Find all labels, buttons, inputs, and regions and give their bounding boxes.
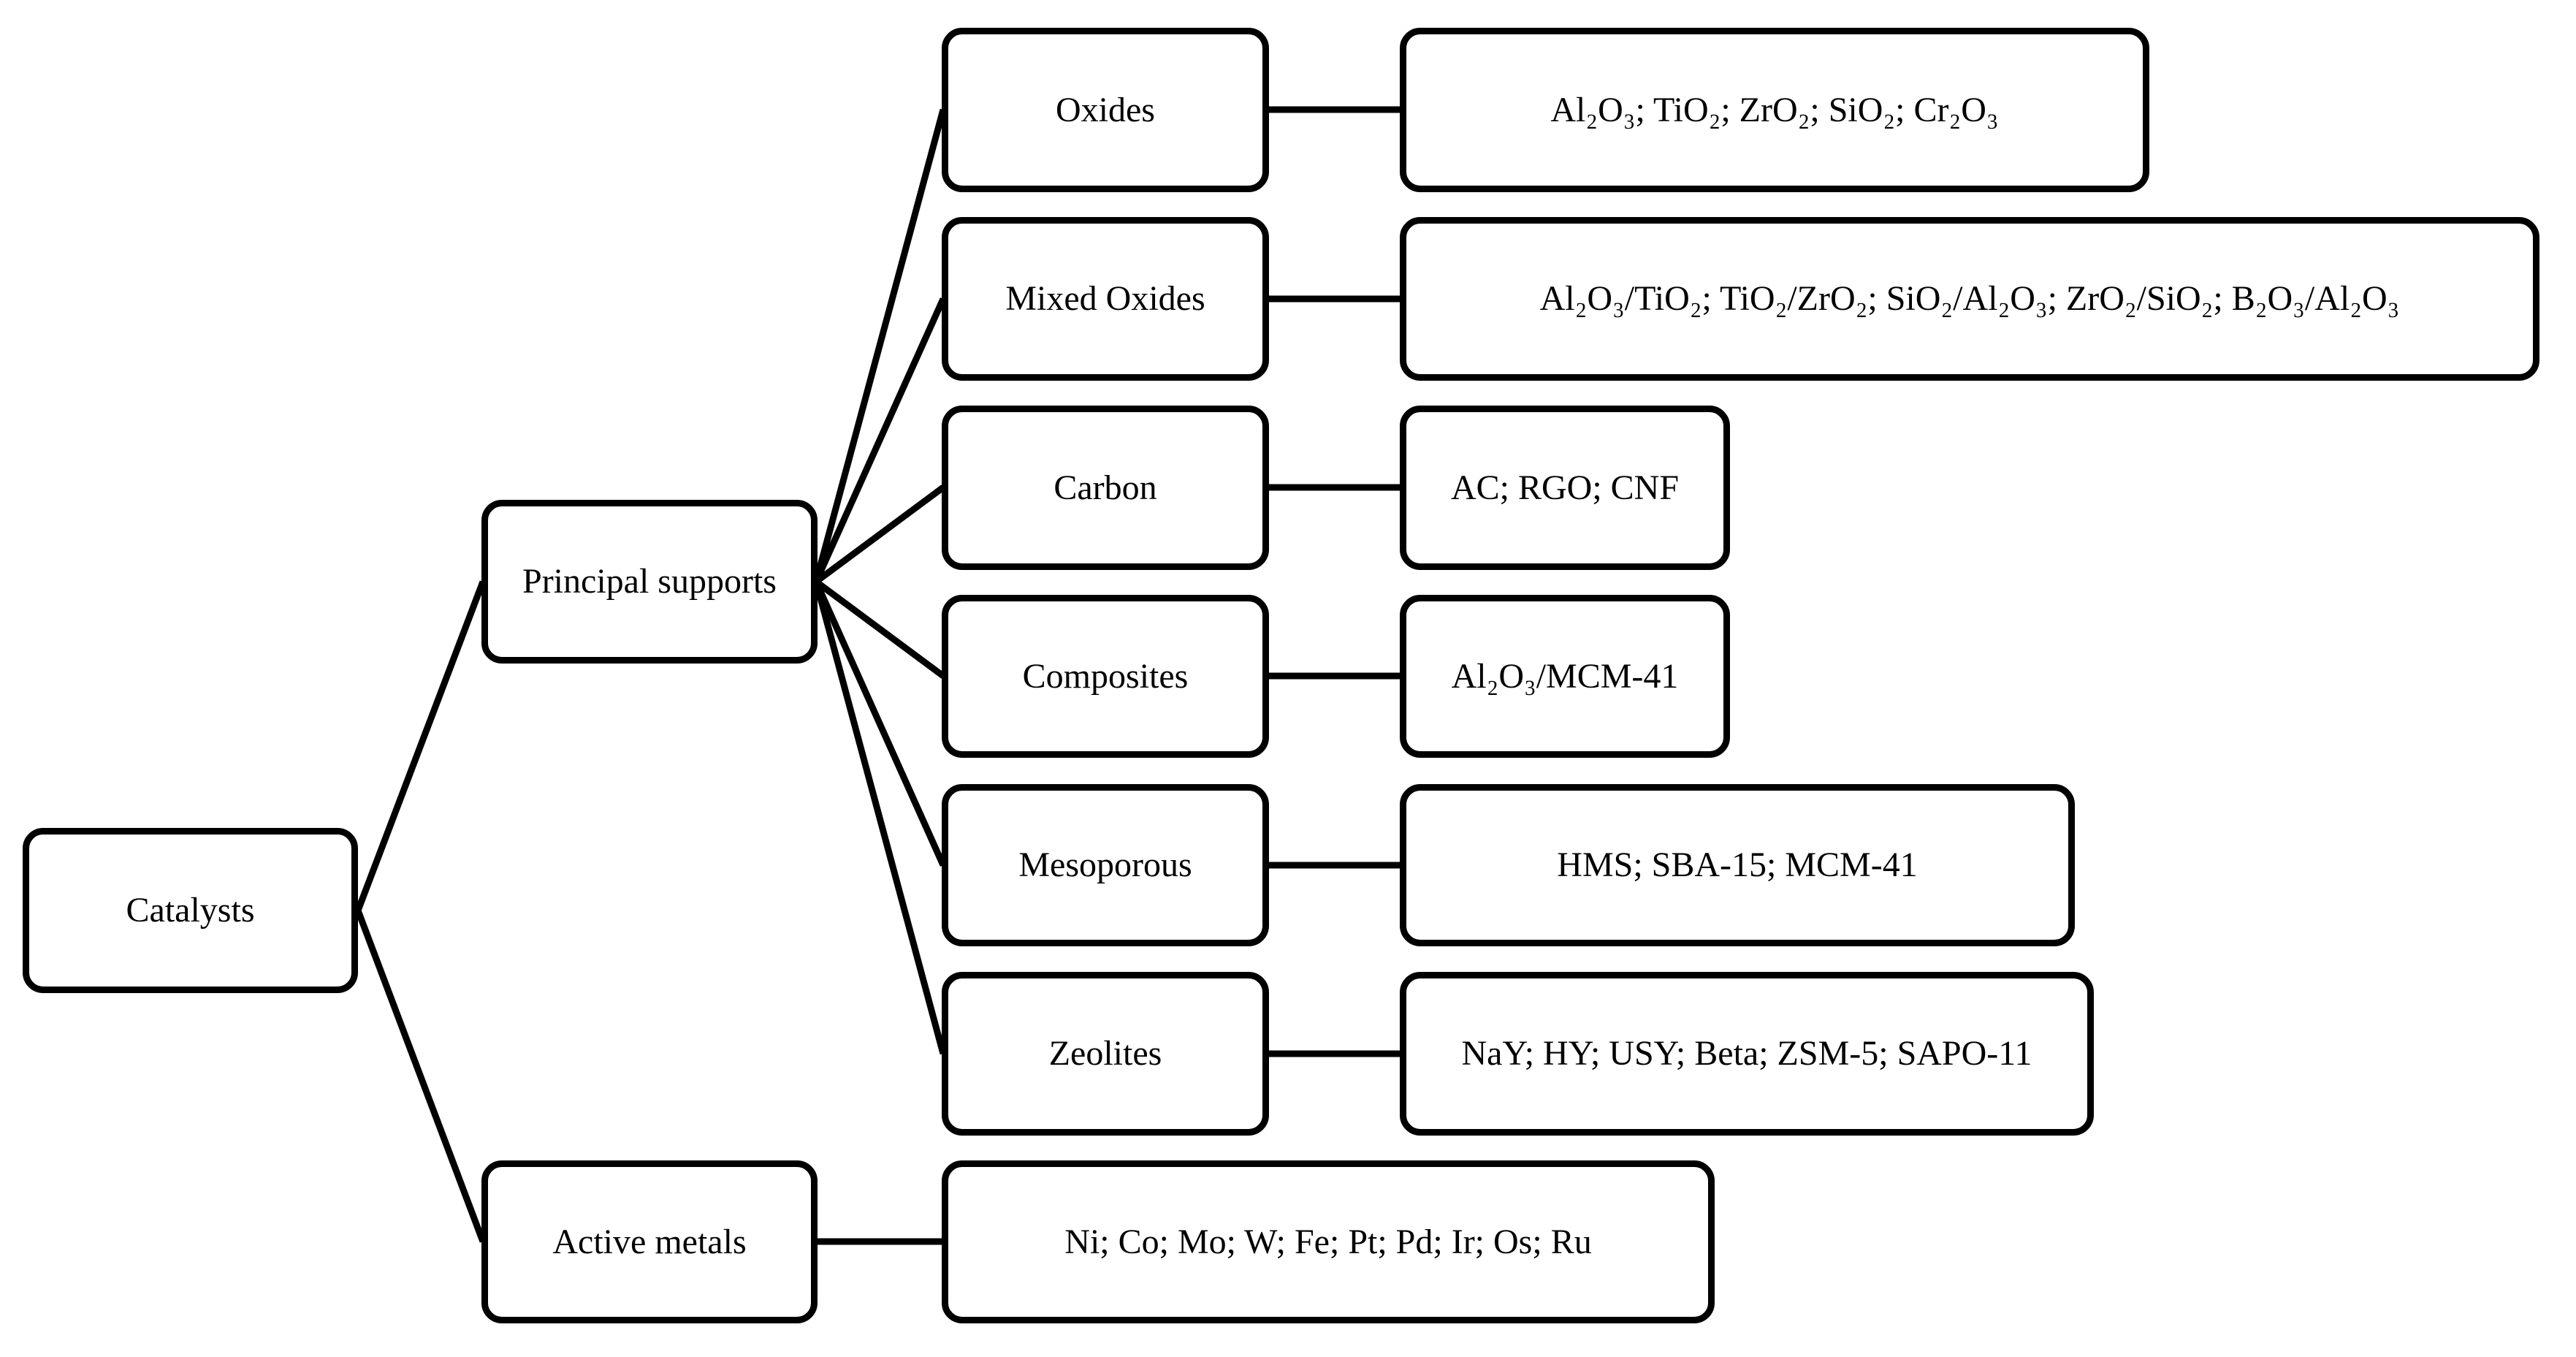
examples-mesoporous-text: HMS; SBA-15; MCM-41 bbox=[1557, 845, 1918, 885]
node-principal-supports: Principal supports bbox=[481, 500, 818, 664]
examples-oxides: Al₂O₃; TiO₂; ZrO₂; SiO₂; Cr₂O₃ bbox=[1400, 28, 2149, 192]
connector-principal-oxides bbox=[812, 108, 947, 583]
examples-oxides-text: Al₂O₃; TiO₂; ZrO₂; SiO₂; Cr₂O₃ bbox=[1550, 90, 1999, 129]
node-composites-label: Composites bbox=[1022, 656, 1189, 696]
node-catalysts-label: Catalysts bbox=[126, 891, 255, 930]
node-mesoporous: Mesoporous bbox=[942, 784, 1269, 946]
examples-active-metals-text: Ni; Co; Mo; W; Fe; Pt; Pd; Ir; Os; Ru bbox=[1064, 1222, 1592, 1261]
examples-composites-text: Al₂O₃/MCM-41 bbox=[1451, 656, 1679, 696]
node-mesoporous-label: Mesoporous bbox=[1018, 845, 1192, 885]
connector-catalysts-principal-supports bbox=[354, 580, 487, 912]
connector-principal-mesoporous bbox=[812, 580, 947, 867]
node-active-metals-label: Active metals bbox=[552, 1222, 747, 1261]
node-active-metals: Active metals bbox=[481, 1160, 818, 1323]
node-composites: Composites bbox=[942, 595, 1269, 758]
examples-mixed-oxides: Al₂O₃/TiO₂; TiO₂/ZrO₂; SiO₂/Al₂O₃; ZrO₂/… bbox=[1400, 217, 2539, 381]
examples-active-metals: Ni; Co; Mo; W; Fe; Pt; Pd; Ir; Os; Ru bbox=[942, 1160, 1715, 1323]
connector-principal-mixed-oxides bbox=[812, 297, 947, 583]
examples-carbon: AC; RGO; CNF bbox=[1400, 406, 1730, 570]
examples-zeolites-text: NaY; HY; USY; Beta; ZSM-5; SAPO-11 bbox=[1461, 1034, 2032, 1073]
examples-composites: Al₂O₃/MCM-41 bbox=[1400, 595, 1730, 758]
examples-carbon-text: AC; RGO; CNF bbox=[1450, 468, 1680, 507]
connector-principal-zeolites bbox=[812, 580, 947, 1055]
node-mixed-oxides: Mixed Oxides bbox=[942, 217, 1269, 381]
examples-mesoporous: HMS; SBA-15; MCM-41 bbox=[1400, 784, 2075, 946]
node-oxides: Oxides bbox=[942, 28, 1269, 192]
node-zeolites: Zeolites bbox=[942, 972, 1269, 1136]
connector-principal-composites bbox=[814, 579, 945, 679]
node-carbon-label: Carbon bbox=[1053, 468, 1157, 507]
examples-mixed-oxides-text: Al₂O₃/TiO₂; TiO₂/ZrO₂; SiO₂/Al₂O₃; ZrO₂/… bbox=[1539, 279, 2400, 319]
connector-principal-carbon bbox=[814, 484, 945, 585]
examples-zeolites: NaY; HY; USY; Beta; ZSM-5; SAPO-11 bbox=[1400, 972, 2094, 1136]
node-carbon: Carbon bbox=[942, 406, 1269, 570]
node-zeolites-label: Zeolites bbox=[1048, 1034, 1162, 1073]
node-principal-supports-label: Principal supports bbox=[522, 562, 777, 601]
node-catalysts: Catalysts bbox=[23, 828, 358, 993]
node-mixed-oxides-label: Mixed Oxides bbox=[1005, 279, 1205, 319]
connector-catalysts-active-metals bbox=[354, 909, 487, 1243]
node-oxides-label: Oxides bbox=[1056, 90, 1155, 129]
